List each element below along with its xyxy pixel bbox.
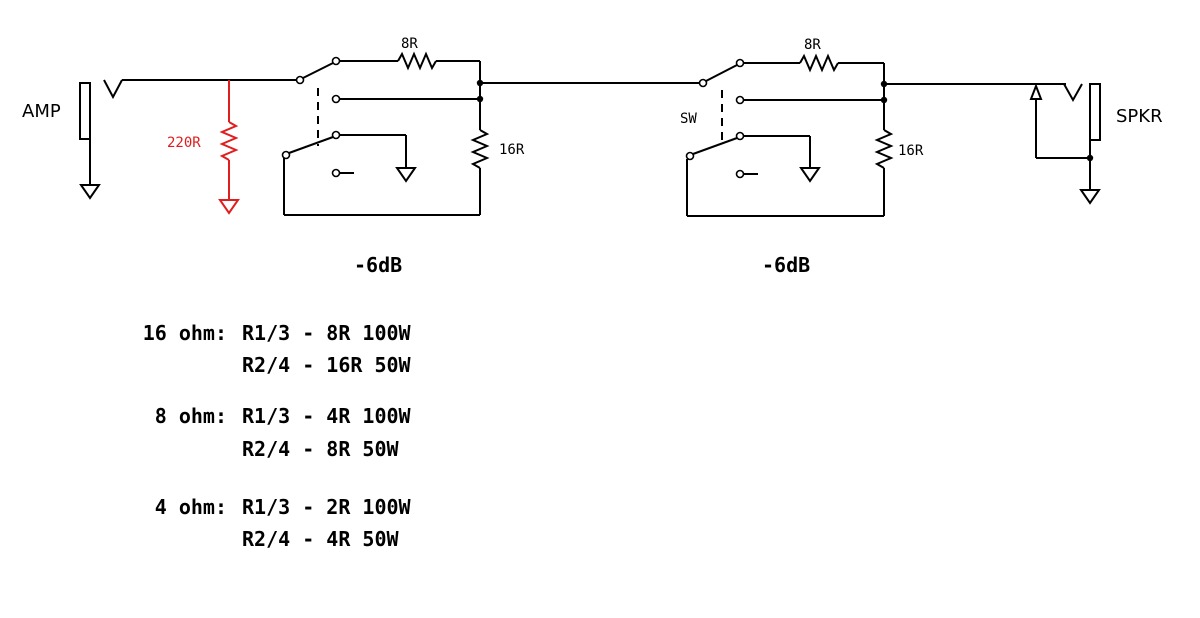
switch2-contact-a2 [735, 95, 745, 105]
table-line: R2/4 - 8R 50W [242, 437, 399, 461]
switch2-blade-a [705, 64, 738, 82]
speaker-jack [1029, 83, 1101, 205]
resistor-r2-icon [470, 129, 490, 169]
switch1-blade-b [288, 136, 334, 154]
attenuation-label-2: -6dB [762, 253, 810, 277]
switch1-pole-b [281, 150, 291, 160]
switch2-blade-b [692, 137, 738, 155]
resistor-r2-shunt-label: 16R [898, 143, 924, 159]
table-line: R2/4 - 4R 50W [242, 527, 399, 551]
spkr-switch-contact-icon [1029, 83, 1043, 100]
attenuator-stage-1 [281, 51, 490, 216]
attenuation-label-1: -6dB [354, 253, 402, 277]
table-ohm-label: 8 ohm: [155, 404, 227, 428]
amp-jack-sleeve [79, 82, 91, 140]
table-line: R1/3 - 8R 100W [242, 321, 412, 345]
red-ground-icon [218, 199, 240, 215]
spkr-jack-sleeve [1089, 83, 1101, 141]
resistor-r1-label: 8R [401, 36, 418, 52]
resistor-r2-label: 8R [804, 37, 821, 53]
junction-dot [476, 95, 484, 103]
amp-jack-tip [103, 79, 123, 100]
table-line: R1/3 - 4R 100W [242, 404, 412, 428]
spkr-ground-icon [1079, 189, 1101, 205]
junction-dot [880, 96, 888, 104]
resistor-r4-icon [874, 129, 894, 169]
switch2-contact-a1 [735, 58, 745, 68]
switch1-contact-b2 [331, 168, 341, 178]
resistor-220r-icon [219, 121, 239, 161]
switch2-contact-b1 [735, 131, 745, 141]
switch1-contact-b1 [331, 130, 341, 140]
spkr-label: SPKR [1116, 106, 1163, 127]
switch1-blade-a [302, 62, 334, 79]
amp-jack [79, 79, 123, 200]
table-ohm-label: 4 ohm: [155, 495, 227, 519]
amp-ground-icon [79, 184, 101, 200]
switch1-pole-a [295, 75, 305, 85]
attenuator-stage-2 [685, 53, 894, 217]
resistor-220r-label: 220R [167, 135, 201, 151]
table-ohm-label: 16 ohm: [143, 321, 227, 345]
switch1-contact-a2 [331, 94, 341, 104]
stage1-ground-icon [395, 167, 417, 183]
switch1-contact-a1 [331, 56, 341, 66]
spkr-jack-tip [1063, 83, 1083, 103]
table-line: R2/4 - 16R 50W [242, 353, 412, 377]
resistor-value-table: 16 ohm: R1/3 - 8R 100W R2/4 - 16R 50W 8 … [143, 321, 412, 551]
resistor-r1-icon [397, 51, 437, 71]
amp-label: AMP [22, 101, 61, 122]
switch2-pole-b [685, 151, 695, 161]
switch2-contact-b2 [735, 169, 745, 179]
load-resistor [218, 80, 240, 215]
table-line: R1/3 - 2R 100W [242, 495, 412, 519]
switch2-pole-a [698, 78, 708, 88]
resistor-r3-icon [799, 53, 839, 73]
resistor-r1-shunt-label: 16R [499, 142, 525, 158]
stage2-ground-icon [799, 167, 821, 183]
switch-label: SW [680, 111, 697, 127]
